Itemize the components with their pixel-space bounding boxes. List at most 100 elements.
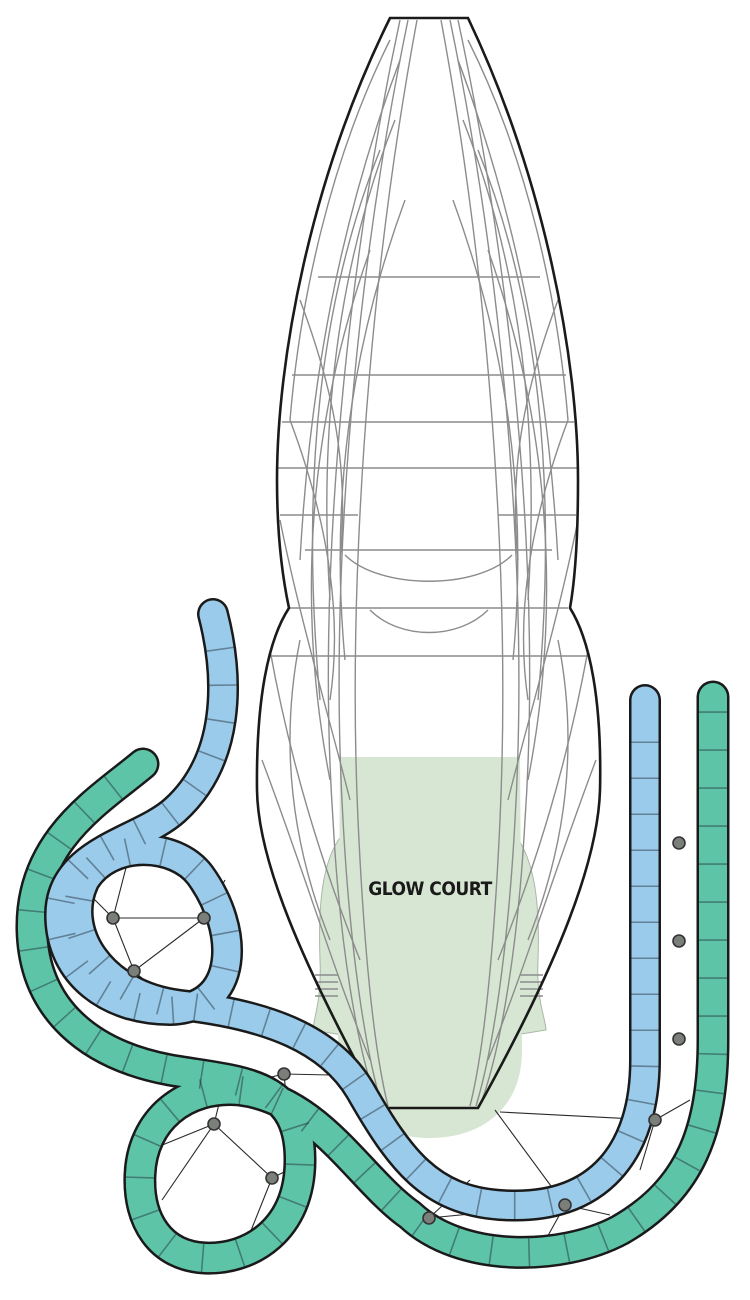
green-slide xyxy=(15,680,730,1275)
green-slide-segment xyxy=(160,1098,180,1122)
blue-slide-segment xyxy=(260,1009,271,1036)
green-slide-segment xyxy=(234,1239,246,1267)
blue-slide-segment xyxy=(183,779,207,797)
blue-slide-segment xyxy=(65,960,89,978)
blue-slide-segment xyxy=(65,895,93,902)
green-slide-segment xyxy=(448,1227,460,1255)
zone-main xyxy=(338,757,522,1138)
green-slide-segment xyxy=(160,1054,168,1083)
blue-slide-segment xyxy=(119,975,135,1000)
green-slide-segment xyxy=(270,1087,284,1114)
green-slide-segment xyxy=(654,1184,677,1205)
blue-slide-segment xyxy=(184,858,205,880)
blue-slide-segment xyxy=(171,996,175,1024)
blue-slide-segment xyxy=(201,892,227,906)
green-slide-segment xyxy=(327,1134,349,1156)
green-slide-segment xyxy=(698,1052,727,1056)
green-slide-segment xyxy=(597,1224,610,1251)
blue-slide-segment xyxy=(68,929,95,940)
green-slide-segment xyxy=(85,1029,102,1054)
net-node xyxy=(127,964,141,978)
net-nodes xyxy=(106,836,686,1225)
blue-slide-segment xyxy=(193,993,199,1021)
net-node xyxy=(422,1211,436,1225)
green-slide-segment xyxy=(238,1076,244,1105)
green-slide-segment xyxy=(18,908,47,914)
net-node xyxy=(277,1067,291,1081)
blue-slide-segment xyxy=(68,859,89,880)
green-slide-segment xyxy=(674,1156,701,1172)
green-slide-segment xyxy=(30,978,58,992)
green-slide-segment xyxy=(103,776,123,800)
blue-slide-segment xyxy=(631,1065,659,1068)
green-slide-segment xyxy=(563,1234,571,1263)
green-slide-segment xyxy=(688,1124,716,1134)
tower-structure-lines xyxy=(261,19,597,1107)
green-slide-segment xyxy=(281,1122,310,1133)
blue-slide-segment xyxy=(132,819,147,845)
blue-slide-segment xyxy=(206,646,234,652)
tower-hull xyxy=(255,16,602,1110)
blue-slide-segment xyxy=(342,1072,366,1090)
net-node xyxy=(197,911,211,925)
blue-slide-segment xyxy=(227,999,235,1027)
green-slide-segment xyxy=(353,1162,376,1183)
blue-slide-segment xyxy=(48,897,75,905)
blue-slide-segment xyxy=(156,987,165,1015)
blue-slide-segment xyxy=(292,1023,307,1049)
blue-slide xyxy=(44,598,661,1222)
blue-slide-segment xyxy=(123,838,131,866)
blue-slide-segment xyxy=(48,932,76,941)
green-slide-segment xyxy=(234,1068,244,1096)
green-slide-body xyxy=(17,683,727,1273)
blue-slide-segment xyxy=(159,839,167,866)
blue-slide-segment xyxy=(207,718,235,724)
net-node xyxy=(106,911,120,925)
blue-slide-segment xyxy=(618,1130,644,1143)
blue-slide-segment xyxy=(438,1178,452,1203)
green-slide-segment xyxy=(300,1108,320,1132)
net-node xyxy=(672,1032,686,1046)
blue-slide-segment xyxy=(88,955,110,975)
green-slide-segment xyxy=(19,946,48,952)
green-slide-segment xyxy=(381,1188,402,1211)
green-slide-segment xyxy=(74,801,95,824)
green-slide-segment xyxy=(27,868,55,880)
blue-slide-segment xyxy=(161,802,180,826)
blue-slide-segment xyxy=(360,1104,385,1120)
blue-slide-segment xyxy=(406,1158,426,1180)
green-slide-segment xyxy=(134,1134,161,1147)
blue-slide-body xyxy=(46,600,659,1220)
blue-slide-segment xyxy=(546,1188,555,1216)
green-slide-segment xyxy=(121,1044,134,1072)
green-slide-segment xyxy=(53,1007,76,1028)
blue-slide-segment xyxy=(100,836,115,861)
net-node xyxy=(558,1198,572,1212)
green-slide-segment xyxy=(488,1236,494,1265)
green-slide-segment xyxy=(527,1238,531,1267)
blue-slide-segment xyxy=(197,987,216,1010)
green-slide-segment xyxy=(200,1243,205,1272)
blue-slide-segment xyxy=(211,929,239,937)
tower: GLOW COURT xyxy=(255,16,602,1138)
green-slide-segment xyxy=(627,1207,646,1232)
blue-slide-segment xyxy=(320,1044,339,1067)
net-node xyxy=(207,1117,221,1131)
blue-slide-segment xyxy=(85,857,106,878)
green-slide-segment xyxy=(199,1079,208,1107)
net-node xyxy=(648,1113,662,1127)
blue-slide-segment xyxy=(627,1098,655,1106)
net-node xyxy=(672,836,686,850)
blue-slide-segment xyxy=(96,980,112,1005)
green-slide-segment xyxy=(47,832,72,850)
blue-slide-segment xyxy=(601,1157,623,1177)
blue-slide-segment xyxy=(133,992,141,1020)
net-node xyxy=(265,1171,279,1185)
net-node xyxy=(672,934,686,948)
green-slide-segment xyxy=(158,1233,177,1257)
blue-slide-segment xyxy=(576,1177,592,1202)
blue-slide-segment xyxy=(198,750,225,762)
green-slide-segment xyxy=(198,1060,205,1089)
